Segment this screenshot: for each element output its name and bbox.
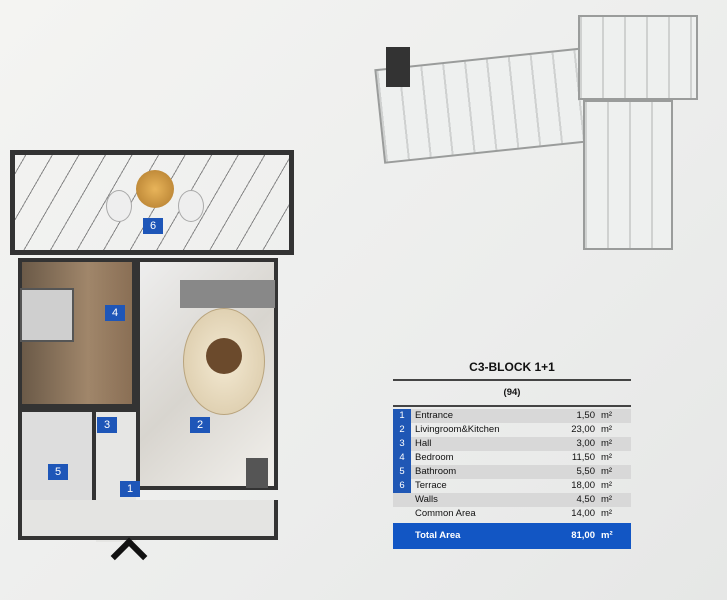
total-unit: m² [601,530,613,541]
building-wing-north [578,15,698,100]
row-name: Livingroom&Kitchen [415,424,500,435]
row-number: 5 [393,465,411,479]
terrace-chair [178,190,204,222]
row-name: Hall [415,438,432,449]
row-value: 5,50 [576,466,596,477]
total-value: 81,00 [571,530,595,541]
row-number: 3 [393,437,411,451]
row-unit: m² [601,410,613,421]
row-name: Terrace [415,480,447,491]
building-key-plan [374,15,703,253]
row-name: Entrance [415,410,454,421]
room-label-bedroom: 4 [105,305,125,321]
row-value: 4,50 [576,494,596,505]
row-value: 18,00 [571,480,595,491]
coffee-table [206,338,242,374]
table-row: 6 Terrace 18,00 m² [393,479,631,493]
row-number: 1 [393,409,411,423]
row-value: 23,00 [571,424,595,435]
row-number: 4 [393,451,411,465]
table-row: 4 Bedroom 11,50 m² [393,451,631,465]
total-area-row: Total Area 81,00 m² [393,523,631,549]
row-value: 1,50 [576,410,596,421]
row-name: Common Area [415,508,476,519]
room-label-hall: 3 [97,417,117,433]
row-unit: m² [601,466,613,477]
table-row: Walls 4,50 m² [393,493,631,507]
table-subtitle: (94) [393,381,631,407]
row-number: 2 [393,423,411,437]
room-label-terrace: 6 [143,218,163,234]
building-wing-south [583,100,673,250]
table-row: 1 Entrance 1,50 m² [393,409,631,423]
unit-highlight [386,47,410,87]
row-name: Bathroom [415,466,457,477]
room-label-bathroom: 5 [48,464,68,480]
table-row: 2 Livingroom&Kitchen 23,00 m² [393,423,631,437]
row-value: 11,50 [571,452,595,463]
room-label-entrance: 1 [120,481,140,497]
stove [246,458,268,488]
table-row: 5 Bathroom 5,50 m² [393,465,631,479]
row-unit: m² [601,494,613,505]
row-value: 14,00 [571,508,595,519]
row-unit: m² [601,452,613,463]
row-name: Walls [415,494,438,505]
terrace-chair [106,190,132,222]
row-unit: m² [601,424,613,435]
row-unit: m² [601,480,613,491]
table-rows: 1 Entrance 1,50 m² 2 Livingroom&Kitchen 23,00… [393,409,631,521]
row-number: 6 [393,479,411,493]
bed [20,288,74,342]
floor-plan: 6 4 2 3 5 1 [8,148,298,546]
row-number [393,493,411,507]
room-label-living: 2 [190,417,210,433]
row-value: 3,00 [576,438,596,449]
row-number [393,507,411,521]
table-row: 3 Hall 3,00 m² [393,437,631,451]
terrace-table [136,170,174,208]
row-name: Bedroom [415,452,454,463]
area-table: C3-BLOCK 1+1 (94) 1 Entrance 1,50 m² 2 Livin… [393,355,631,549]
row-unit: m² [601,438,613,449]
table-title: C3-BLOCK 1+1 [393,355,631,381]
table-row: Common Area 14,00 m² [393,507,631,521]
row-unit: m² [601,508,613,519]
entrance-area [18,500,278,540]
total-label: Total Area [415,530,461,541]
sofa [180,280,275,308]
